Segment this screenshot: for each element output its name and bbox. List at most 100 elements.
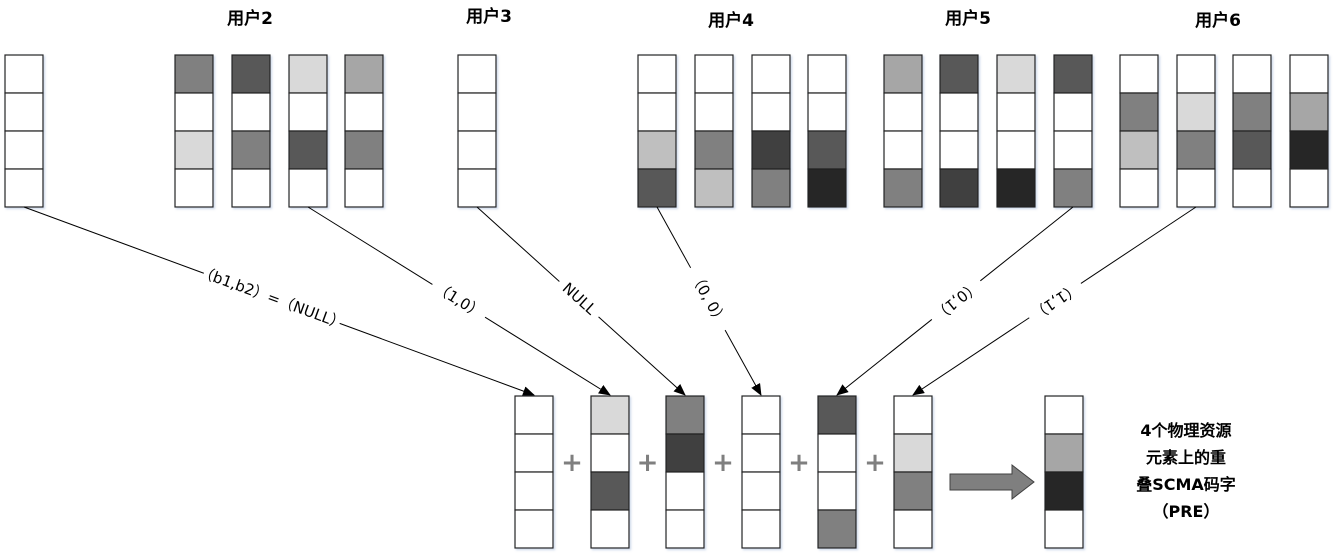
resource-cell <box>1053 54 1093 94</box>
user-title: 用户3 <box>466 6 512 27</box>
user-codebook <box>637 54 847 208</box>
result-caption-line: 叠SCMA码字 <box>1136 475 1236 494</box>
resource-cell <box>637 168 677 208</box>
resource-cell <box>1176 130 1216 170</box>
codeword-column <box>231 54 271 208</box>
resource-cell <box>1053 130 1093 170</box>
resource-cell <box>883 54 923 94</box>
resource-cell <box>590 471 630 511</box>
mapping-label: （1,1） <box>1028 279 1083 324</box>
selected-codewords-row <box>514 395 933 549</box>
resource-cell <box>4 54 44 94</box>
superposition-arrow <box>949 463 1035 501</box>
resource-cell <box>457 130 497 170</box>
resource-cell <box>1289 130 1329 170</box>
codeword-column <box>1119 54 1159 208</box>
resource-cell <box>996 54 1036 94</box>
resource-cell <box>1044 395 1084 435</box>
codeword-column <box>457 54 497 208</box>
resource-cell <box>174 54 214 94</box>
resource-cell <box>231 130 271 170</box>
resource-cell <box>1176 92 1216 132</box>
mapping-label: （b1,b2）=（NULL） <box>196 263 347 333</box>
resource-cell <box>231 54 271 94</box>
mapping-arrow <box>598 316 686 396</box>
resource-cell <box>1176 168 1216 208</box>
mapping-labels: （b1,b2）=（NULL）（1,0）NULL（0, 0）（0,1）（1,1） <box>196 263 1082 333</box>
plus-signs: +++++ <box>561 448 886 478</box>
resource-cell <box>893 433 933 473</box>
plus-icon: + <box>637 448 659 478</box>
resource-cell <box>1044 509 1084 549</box>
codeword-column <box>174 54 214 208</box>
user-codebook <box>174 54 384 208</box>
resource-cell <box>344 92 384 132</box>
resource-cell <box>231 168 271 208</box>
resource-cell <box>807 168 847 208</box>
result-codeword <box>1044 395 1084 549</box>
plus-icon: + <box>788 448 810 478</box>
selected-codeword-column <box>514 395 554 549</box>
resource-cell <box>817 395 857 435</box>
resource-cell <box>288 54 328 94</box>
resource-cell <box>883 92 923 132</box>
user-title: 用户2 <box>227 8 273 29</box>
resource-cell <box>1119 54 1159 94</box>
resource-cell <box>1232 130 1272 170</box>
mapping-arrow <box>836 319 933 396</box>
resource-cell <box>288 130 328 170</box>
resource-cell <box>1044 433 1084 473</box>
resource-cell <box>344 130 384 170</box>
selected-codeword-column <box>741 395 781 549</box>
resource-cell <box>637 92 677 132</box>
resource-cell <box>514 509 554 549</box>
resource-cell <box>590 509 630 549</box>
resource-cell <box>514 395 554 435</box>
resource-cell <box>1053 92 1093 132</box>
codeword-column <box>1053 54 1093 208</box>
resource-cell <box>694 54 734 94</box>
codeword-column <box>1176 54 1216 208</box>
resource-cell <box>807 54 847 94</box>
resource-cell <box>1232 92 1272 132</box>
resource-cell <box>514 433 554 473</box>
resource-cell <box>893 395 933 435</box>
codeword-column <box>807 54 847 208</box>
mapping-line-segment <box>1080 206 1197 284</box>
resource-cell <box>817 471 857 511</box>
resource-cell <box>590 433 630 473</box>
mapping-arrow <box>484 316 611 396</box>
plus-icon: + <box>561 448 583 478</box>
mapping-line-segment <box>307 206 433 285</box>
resource-cell <box>996 92 1036 132</box>
resource-cell <box>939 130 979 170</box>
codeword-column <box>751 54 791 208</box>
mapping-line-segment <box>980 206 1074 282</box>
user-title: 用户4 <box>708 10 754 31</box>
resource-cell <box>4 168 44 208</box>
resource-cell <box>741 471 781 511</box>
resource-cell <box>939 168 979 208</box>
result-caption: 4个物理资源 元素上的重 叠SCMA码字 （PRE） <box>1136 421 1236 521</box>
resource-cell <box>457 92 497 132</box>
resource-cell <box>174 130 214 170</box>
user-codebook <box>457 54 497 208</box>
mapping-line-segment <box>656 206 692 269</box>
mapping-arrow <box>912 317 1030 396</box>
resource-cell <box>1044 471 1084 511</box>
resource-cell <box>694 130 734 170</box>
resource-cell <box>893 509 933 549</box>
resource-cell <box>741 395 781 435</box>
mapping-label: （1,0） <box>431 279 486 323</box>
resource-cell <box>514 471 554 511</box>
resource-cell <box>807 92 847 132</box>
codeword-column <box>1232 54 1272 208</box>
selected-codeword-column <box>665 395 705 549</box>
user-title: 用户5 <box>945 8 991 29</box>
resource-cell <box>817 433 857 473</box>
codeword-column <box>939 54 979 208</box>
resource-cell <box>939 92 979 132</box>
resource-cell <box>344 168 384 208</box>
